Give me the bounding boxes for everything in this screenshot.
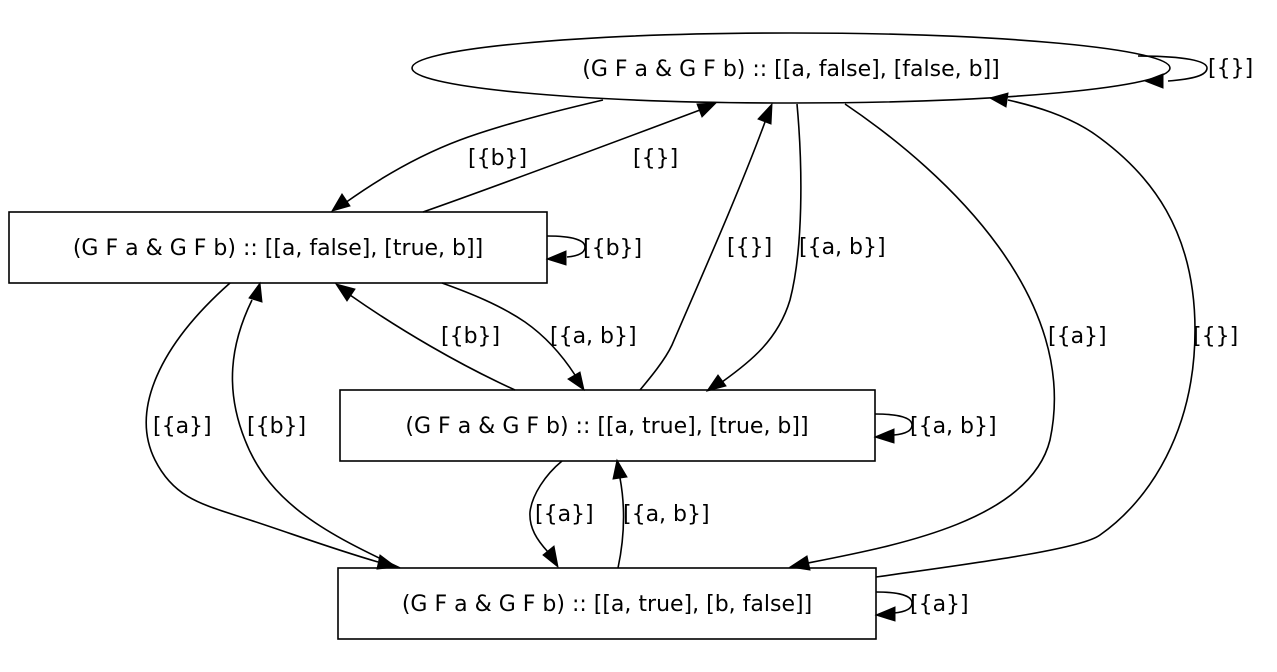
edge-s1-s0-line — [422, 109, 701, 213]
node-s1-label: (G F a & G F b) :: [[a, false], [true, b… — [73, 236, 483, 261]
edge-s3-s1-line — [231, 299, 401, 569]
edge-s1-s2-arrowhead — [567, 371, 585, 392]
edge-s0-s1-line — [344, 99, 604, 204]
node-s3-shape — [337, 567, 877, 640]
edge-s0-s2-line — [721, 103, 802, 383]
edge-s3-s3-line — [875, 591, 913, 614]
edge-s1-s2-label: [{a, b}] — [550, 324, 637, 349]
edge-s0-s1-label: [{b}] — [468, 146, 527, 171]
edge-s0-s3: [{a}] — [788, 103, 1107, 571]
edge-s2-s2-label: [{a, b}] — [910, 414, 997, 439]
edge-s0-s2-label: [{a, b}] — [799, 235, 886, 260]
edge-s3-s1-label: [{b}] — [247, 414, 306, 439]
node-s1[interactable]: (G F a & G F b) :: [[a, false], [true, b… — [8, 211, 548, 284]
edge-s0-s3-arrowhead — [788, 555, 811, 571]
edge-s0-s1: [{b}] — [330, 99, 604, 212]
edge-s2-s3-line — [529, 460, 563, 553]
edge-s1-s3-label: [{a}] — [153, 414, 212, 439]
edge-s3-s0: [{}] — [875, 92, 1238, 578]
edge-s2-s2-line — [874, 413, 913, 436]
edge-s2-s3-arrowhead — [542, 545, 559, 569]
edge-s3-s1-arrowhead — [248, 281, 263, 303]
edge-s0-s0-label: [{}] — [1208, 56, 1253, 81]
edge-s1-s1-line — [546, 235, 586, 258]
edge-s3-s2: [{a, b}] — [612, 458, 710, 569]
edge-s1-s3: [{a}] — [145, 282, 398, 570]
edge-s2-s0-label: [{}] — [727, 235, 772, 260]
node-s0[interactable]: (G F a & G F b) :: [[a, false], [false, … — [411, 32, 1171, 104]
edge-s3-s3-arrowhead — [874, 606, 896, 622]
edge-s1-s1-label: [{b}] — [583, 236, 642, 261]
edge-s3-s3-label: [{a}] — [910, 592, 969, 617]
edge-s2-s1-arrowhead — [334, 283, 356, 302]
node-s2-shape — [339, 389, 876, 462]
node-s0-shape — [411, 32, 1171, 104]
edge-s2-s1: [{b}] — [334, 283, 516, 391]
edge-s0-s0: [{}] — [1137, 55, 1253, 89]
edge-s1-s3-line — [145, 282, 379, 563]
edge-s0-s3-line — [807, 103, 1056, 564]
node-s2[interactable]: (G F a & G F b) :: [[a, true], [true, b]… — [339, 389, 876, 462]
edge-s1-s1: [{b}] — [545, 235, 642, 266]
edge-s2-s0: [{}] — [639, 102, 773, 391]
edge-s0-s2-arrowhead — [705, 374, 727, 392]
edge-s2-s3-label: [{a}] — [535, 502, 594, 527]
edge-s2-s1-line — [349, 294, 516, 391]
edge-s3-s1: [{b}] — [231, 281, 401, 569]
edge-s0-s1-arrowhead — [330, 193, 351, 212]
edge-s3-s3: [{a}] — [874, 591, 969, 622]
edge-s0-s2: [{a, b}] — [705, 103, 886, 392]
node-s3[interactable]: (G F a & G F b) :: [[a, true], [b, false… — [337, 567, 877, 640]
edge-s2-s2-arrowhead — [873, 428, 895, 444]
edge-s3-s2-line — [617, 477, 625, 569]
node-s3-label: (G F a & G F b) :: [[a, true], [b, false… — [402, 592, 812, 617]
edge-s3-s0-arrowhead — [988, 92, 1009, 108]
edge-s2-s3: [{a}] — [529, 460, 594, 569]
edge-s2-s0-arrowhead — [757, 102, 773, 125]
edge-s2-s1-label: [{b}] — [441, 324, 500, 349]
node-s0-label: (G F a & G F b) :: [[a, false], [false, … — [582, 57, 1000, 82]
edge-s0-s0-line — [1137, 55, 1208, 82]
edge-s2-s0-line — [639, 121, 766, 391]
edge-s1-s0-label: [{}] — [633, 146, 678, 171]
edge-s3-s0-line — [875, 99, 1196, 578]
edge-s0-s3-label: [{a}] — [1048, 324, 1107, 349]
edge-s1-s0: [{}] — [422, 102, 718, 213]
edge-s1-s2-line — [441, 282, 576, 376]
edge-s1-s1-arrowhead — [545, 250, 567, 266]
edge-s0-s0-arrowhead — [1143, 73, 1164, 89]
node-s1-shape — [8, 211, 548, 284]
edge-s3-s2-label: [{a, b}] — [623, 502, 710, 527]
edge-s3-s0-label: [{}] — [1193, 324, 1238, 349]
edge-s1-s0-arrowhead — [696, 102, 718, 118]
edge-s1-s2: [{a, b}] — [441, 282, 637, 392]
node-s2-label: (G F a & G F b) :: [[a, true], [true, b]… — [405, 414, 808, 439]
edge-s3-s2-arrowhead — [612, 458, 628, 480]
edge-s2-s2: [{a, b}] — [873, 413, 997, 444]
